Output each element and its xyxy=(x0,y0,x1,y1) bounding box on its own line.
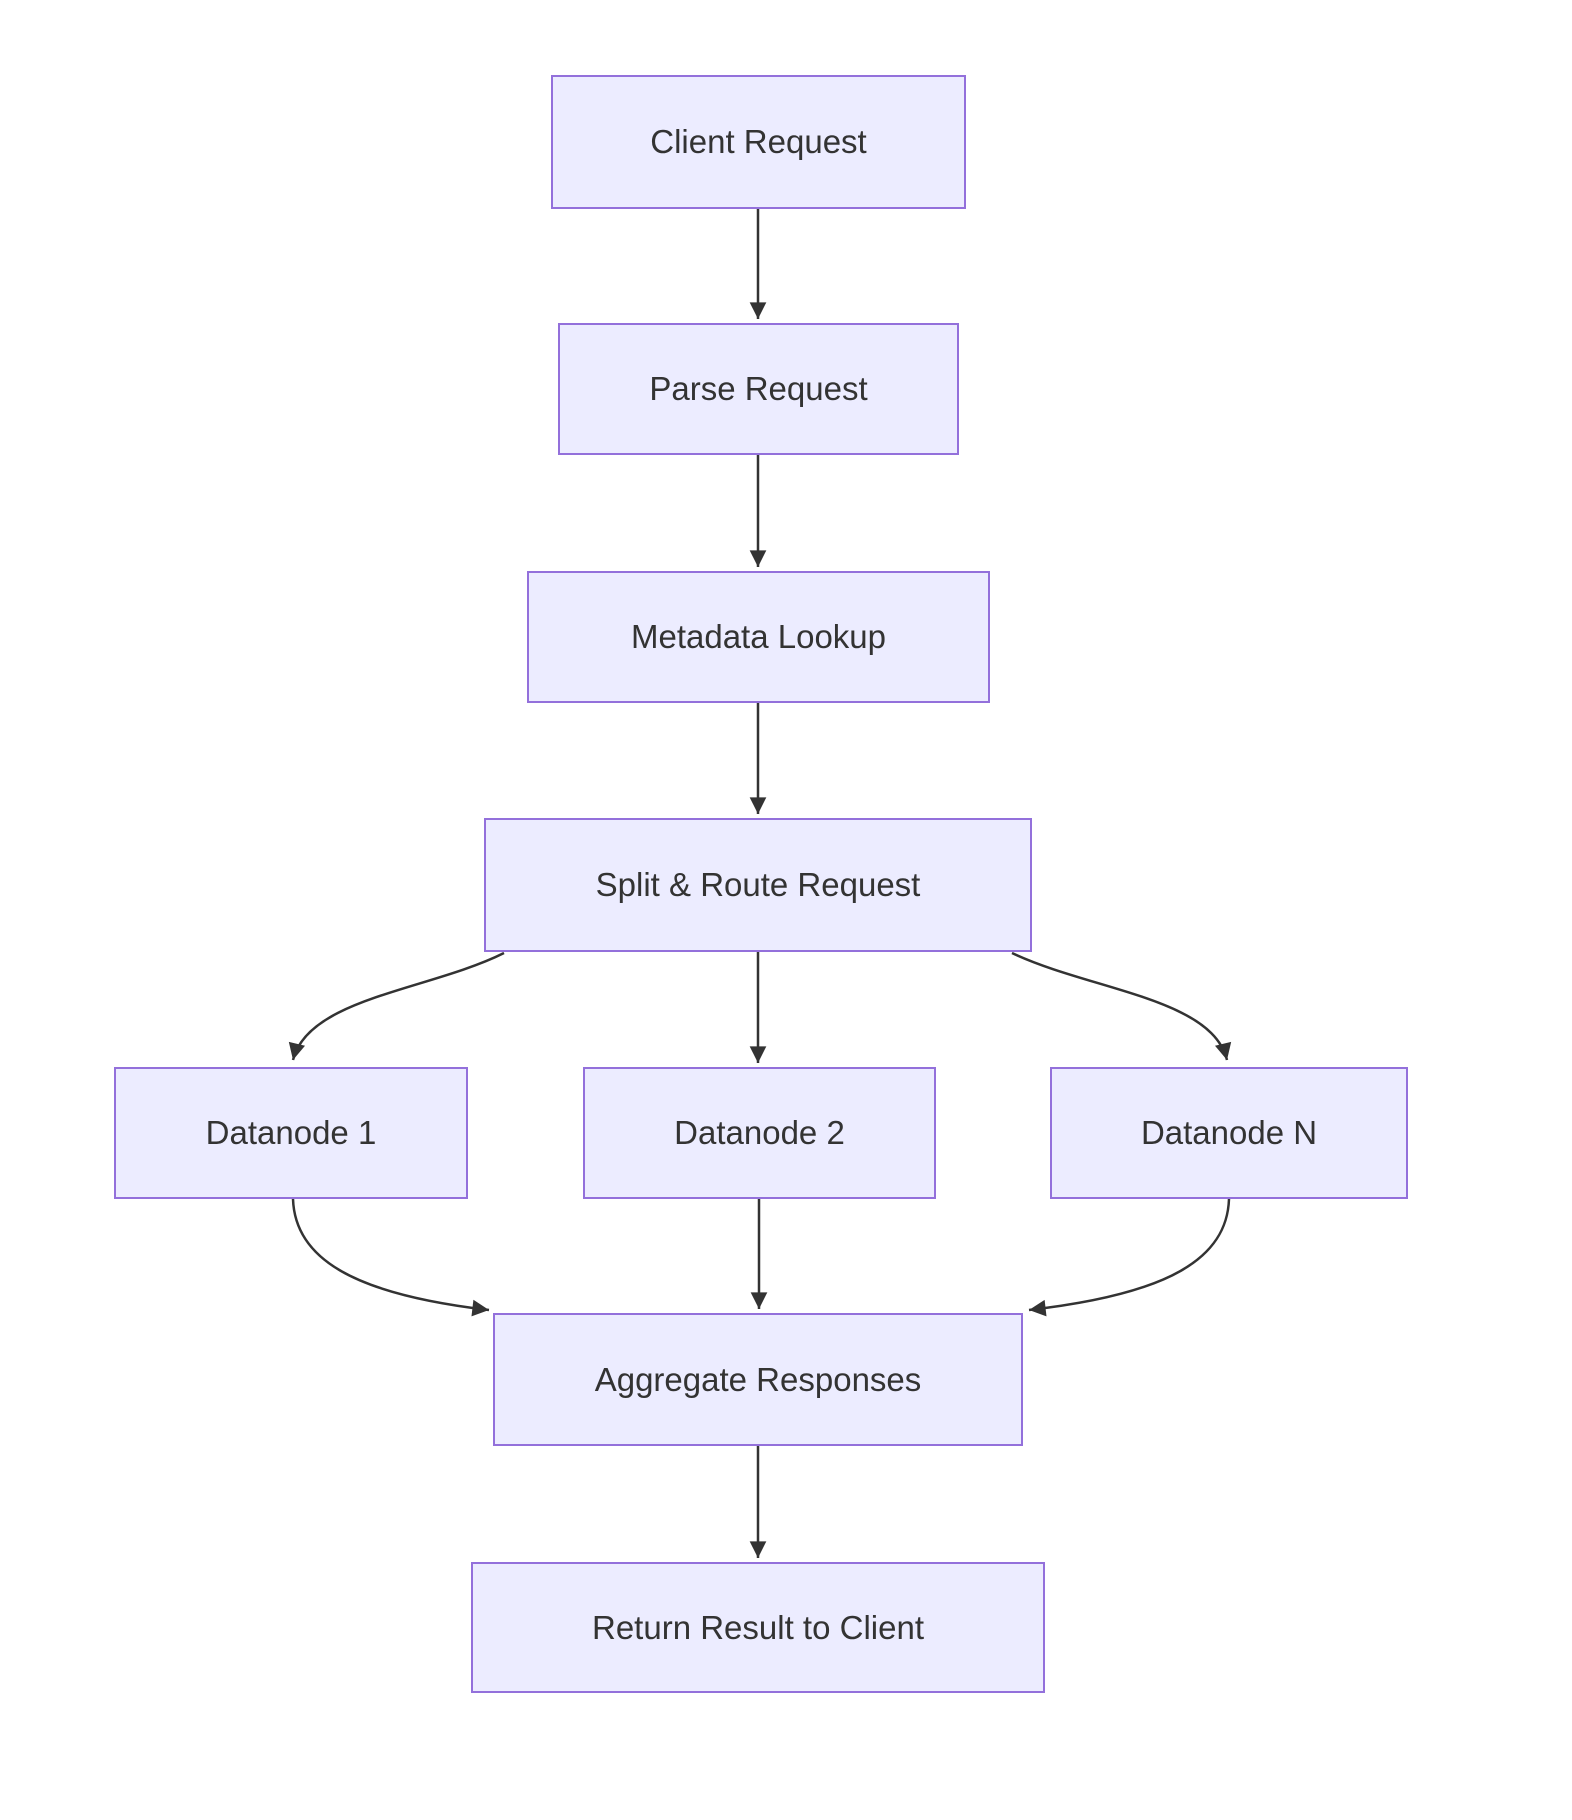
node-split-route-request: Split & Route Request xyxy=(484,818,1032,952)
edge-datanode1-to-aggregate xyxy=(291,1198,490,1317)
node-datanode-n: Datanode N xyxy=(1050,1067,1408,1199)
node-metadata-lookup: Metadata Lookup xyxy=(527,571,990,703)
node-metadata-lookup-label: Metadata Lookup xyxy=(630,618,887,656)
node-client-request: Client Request xyxy=(551,75,966,209)
node-aggregate-responses-label: Aggregate Responses xyxy=(594,1360,922,1398)
edge-split-to-datanodeN xyxy=(1011,951,1232,1061)
node-return-result-label: Return Result to Client xyxy=(592,1608,924,1646)
node-parse-request-label: Parse Request xyxy=(649,370,868,408)
node-datanode-2: Datanode 2 xyxy=(583,1067,936,1199)
node-aggregate-responses: Aggregate Responses xyxy=(493,1313,1023,1446)
node-parse-request: Parse Request xyxy=(558,323,959,455)
node-datanode-1-label: Datanode 1 xyxy=(205,1114,377,1152)
edge-split-to-datanode1 xyxy=(288,951,505,1061)
edge-datanodeN-to-aggregate xyxy=(1028,1198,1231,1317)
node-split-route-request-label: Split & Route Request xyxy=(595,866,921,904)
node-datanode-n-label: Datanode N xyxy=(1140,1114,1318,1152)
node-client-request-label: Client Request xyxy=(650,123,867,161)
node-datanode-2-label: Datanode 2 xyxy=(674,1114,845,1152)
node-return-result: Return Result to Client xyxy=(471,1562,1045,1693)
node-datanode-1: Datanode 1 xyxy=(114,1067,468,1199)
